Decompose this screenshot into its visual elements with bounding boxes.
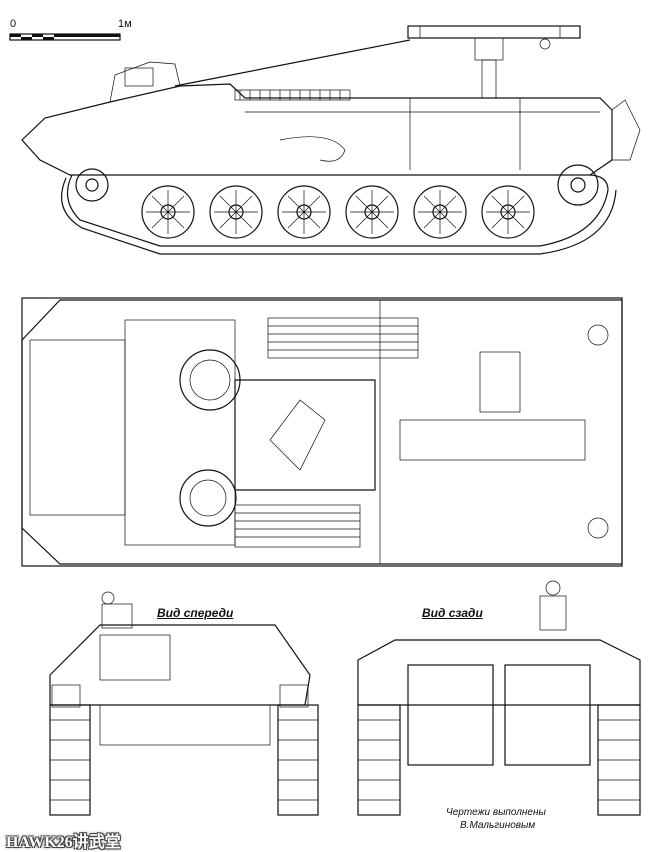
credit-line-2: В.Мальгиновым <box>460 820 536 831</box>
scale-end-label: 1м <box>118 18 132 30</box>
rear-view-title: Вид сзади <box>422 606 483 620</box>
scale-start-label: 0 <box>10 18 17 30</box>
credit-line-1: Чертежи выполнены <box>446 807 546 818</box>
front-view-title: Вид спереди <box>157 606 234 620</box>
front-view <box>49 591 319 816</box>
drawing-credit: Чертежи выполнены В.Мальгиновым <box>446 806 546 832</box>
scale-bar <box>9 33 121 41</box>
top-view <box>21 297 623 567</box>
rear-view <box>357 580 641 816</box>
side-view <box>21 25 641 255</box>
watermark: HAWK26讲武堂 <box>6 834 121 851</box>
